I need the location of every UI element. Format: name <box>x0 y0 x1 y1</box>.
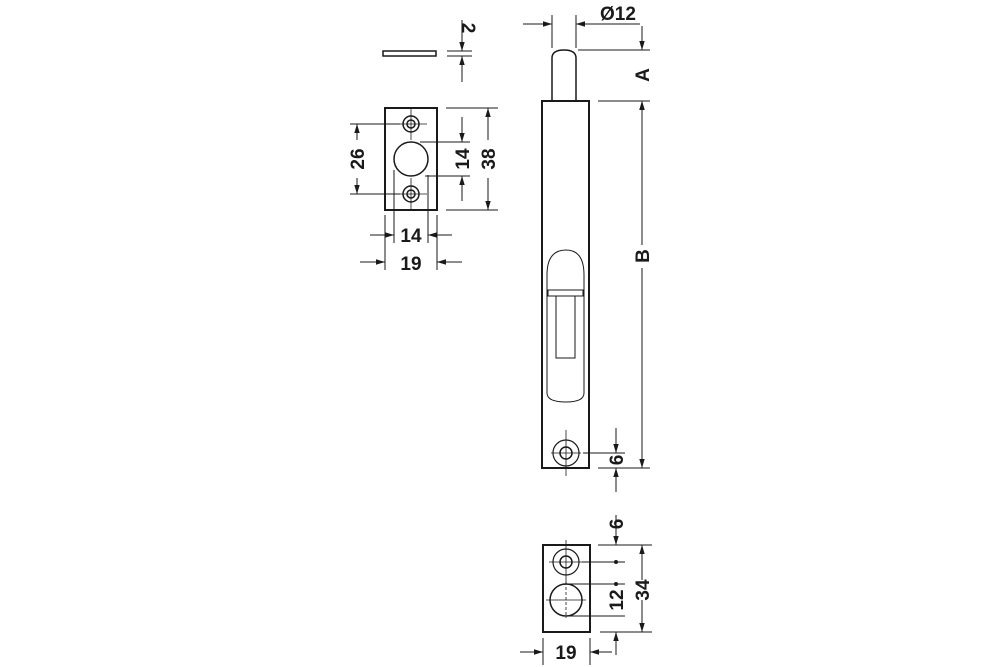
keeper-plate-front-view <box>384 107 438 211</box>
body-length-label: B <box>633 249 654 263</box>
keeper-height-label: 38 <box>479 148 500 169</box>
pin-diameter-label: Ø12 <box>600 4 636 25</box>
keeper-bore-diameter-label: 14 <box>453 148 474 170</box>
keeper-width-label: 19 <box>400 254 421 275</box>
socket-bore-spacing-label: 12 <box>607 589 628 610</box>
keeper-bore-width-label: 14 <box>400 226 422 247</box>
floor-socket <box>542 540 591 633</box>
socket-height-label: 34 <box>633 579 654 601</box>
socket-top-offset-label: 6 <box>607 519 628 530</box>
pin-length-label: A <box>633 68 654 82</box>
keeper-hole-spacing-label: 26 <box>348 148 369 169</box>
bolt-body <box>541 49 590 476</box>
socket-width-label: 19 <box>555 643 576 664</box>
keeper-plate-side-view <box>382 20 472 82</box>
screw-hole-offset-label: 6 <box>607 455 628 466</box>
keeper-thickness-label: 2 <box>457 23 478 34</box>
